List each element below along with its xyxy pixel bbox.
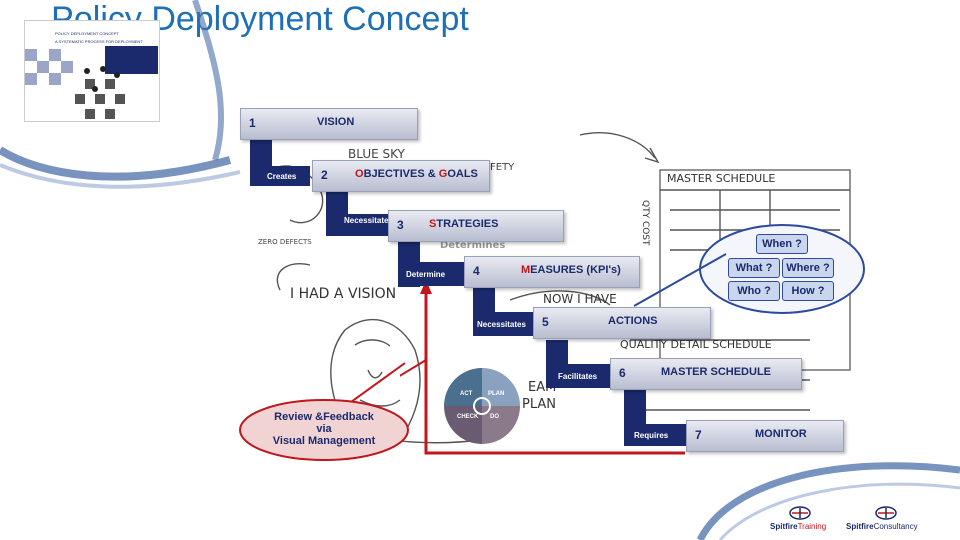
step-number: 3	[397, 218, 404, 232]
sketch-qty-cost: QTY COST	[640, 200, 650, 246]
step-number: 2	[321, 168, 328, 182]
step-objectives-goals: 2 OBJECTIVES & GOALS	[312, 160, 490, 192]
logo-consultancy-suffix: Consultancy	[873, 522, 918, 531]
connector-label-necessitates: Necessitates	[477, 320, 526, 329]
question-when: When ?	[756, 234, 808, 254]
sketch-master-schedule: MASTER SCHEDULE	[667, 172, 776, 185]
feedback-arrow	[400, 280, 685, 455]
spitfire-plane-icon	[875, 506, 897, 520]
review-text: Review &Feedback via Visual Management	[246, 411, 402, 447]
sketch-plan: PLAN	[522, 397, 556, 412]
connector-label-creates: Creates	[267, 172, 297, 181]
logo-spitfire-consultancy: SpitfireConsultancy	[846, 505, 936, 535]
connector-requires-bar	[624, 424, 686, 446]
spitfire-plane-icon	[789, 506, 811, 520]
logo-training-suffix: Training	[797, 522, 827, 531]
connector-label-facilitates: Facilitates	[558, 372, 598, 381]
review-line1: Review &Feedback	[274, 411, 374, 423]
thumbnail-blue-block	[105, 46, 158, 74]
step-label: MONITOR	[755, 428, 807, 440]
step-number: 6	[619, 366, 626, 380]
step-actions: 5 ACTIONS	[533, 307, 711, 339]
sketch-determines: Determines	[440, 240, 506, 251]
question-what: What ?	[728, 258, 780, 278]
sketch-zero-defects: ZERO DEFECTS	[258, 238, 312, 246]
step-monitor: 7 MONITOR	[686, 420, 844, 452]
pdca-wheel	[444, 368, 520, 444]
thumbnail-title-line1: POLICY DEPLOYMENT CONCEPT	[55, 31, 119, 36]
connector-label-determine: Determine	[406, 270, 446, 279]
pdca-act: ACT	[460, 391, 473, 397]
sketch-quality-detail: QUALITY DETAIL SCHEDULE	[620, 338, 772, 351]
step-label: MASTER SCHEDULE	[661, 366, 772, 378]
step-label: MEASURES (KPI's)	[521, 264, 621, 276]
step-number: 1	[249, 116, 256, 130]
logo-training-brand: Spitfire	[770, 522, 798, 531]
thumbnail-slide: POLICY DEPLOYMENT CONCEPT A SYSTEMATIC P…	[24, 20, 160, 122]
step-label: OBJECTIVES & GOALS	[355, 168, 478, 180]
question-where: Where ?	[782, 258, 834, 278]
step-label: STRATEGIES	[429, 218, 499, 230]
step-strategies: 3 STRATEGIES	[388, 210, 564, 242]
step-master-schedule: 6 MASTER SCHEDULE	[610, 358, 802, 390]
connector-label-requires: Requires	[634, 431, 669, 440]
step-label: VISION	[317, 116, 355, 128]
questions-pointer	[633, 253, 727, 307]
connector-facilitates-bar	[546, 364, 610, 388]
pdca-plan: PLAN	[488, 391, 505, 397]
sketch-now-i-have: NOW I HAVE	[543, 292, 617, 306]
pdca-check: CHECK	[457, 414, 479, 420]
connector-determine-bar	[398, 262, 464, 286]
sketch-safety: FETY	[490, 162, 515, 173]
connector-necessitates-bar	[473, 312, 533, 336]
step-measures: 4 MEASURES (KPI's)	[464, 256, 640, 288]
review-line2: via	[316, 423, 332, 435]
connector-label-necessitate: Necessitate	[344, 216, 389, 225]
step-vision: 1 VISION	[240, 108, 418, 140]
sketch-vision: I HAD A VISION	[290, 286, 397, 302]
logo-consultancy-brand: Spitfire	[846, 522, 874, 531]
connector-creates-bar	[250, 166, 310, 186]
step-label: ACTIONS	[608, 315, 658, 327]
sketch-blue-sky: BLUE SKY	[348, 147, 405, 161]
pdca-do: DO	[490, 414, 499, 420]
connector-necessitate-bar	[326, 214, 388, 236]
step-number: 7	[695, 428, 702, 442]
thumbnail-chessboard	[25, 49, 125, 119]
step-number: 4	[473, 264, 480, 278]
question-how: How ?	[782, 281, 834, 301]
background-swoosh-top-left	[0, 0, 241, 189]
review-ellipse	[239, 399, 409, 461]
question-who: Who ?	[728, 281, 780, 301]
review-line3: Visual Management	[272, 435, 376, 447]
step-number: 5	[542, 315, 549, 329]
logo-spitfire-training: SpitfireTraining	[770, 505, 840, 535]
thumbnail-title-line2: A SYSTEMATIC PROCESS FOR DEPLOYMENT	[55, 39, 143, 44]
background-swoosh-bottom-right	[696, 462, 960, 540]
